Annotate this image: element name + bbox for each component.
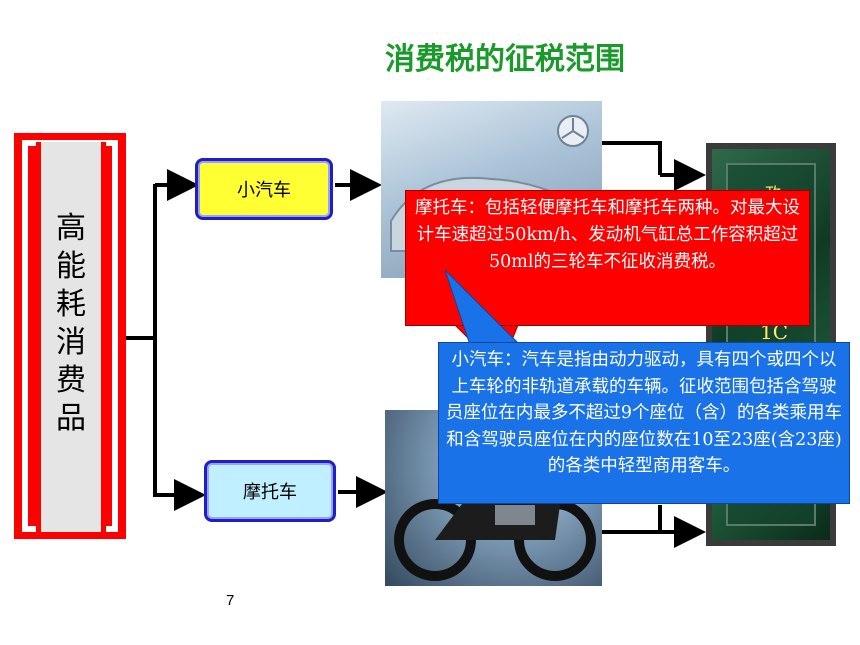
- connector-line: [602, 141, 662, 175]
- moto-engine-icon: [495, 505, 535, 525]
- left-box-char: 消: [56, 325, 86, 360]
- motorcycle-node: 摩托车: [204, 460, 336, 522]
- left-box-char: 耗: [56, 287, 86, 322]
- page-number: 7: [226, 592, 235, 609]
- left-box-char: 费: [56, 363, 86, 398]
- car-callout: 小汽车：汽车是指由动力驱动，具有四个或四个以上车轮的非轨道承载的车辆。征收范围包…: [438, 342, 850, 504]
- left-box-label: 高 能 耗 消 费 品: [41, 210, 101, 438]
- car-node: 小汽车: [195, 158, 333, 220]
- mercedes-star-icon: [561, 118, 585, 139]
- left-box-char: 能: [56, 249, 86, 284]
- slide-title: 消费税的征税范围: [385, 42, 625, 77]
- left-box-char: 品: [56, 401, 86, 436]
- left-box-panel: [36, 142, 106, 532]
- left-box-char: 高: [56, 211, 86, 246]
